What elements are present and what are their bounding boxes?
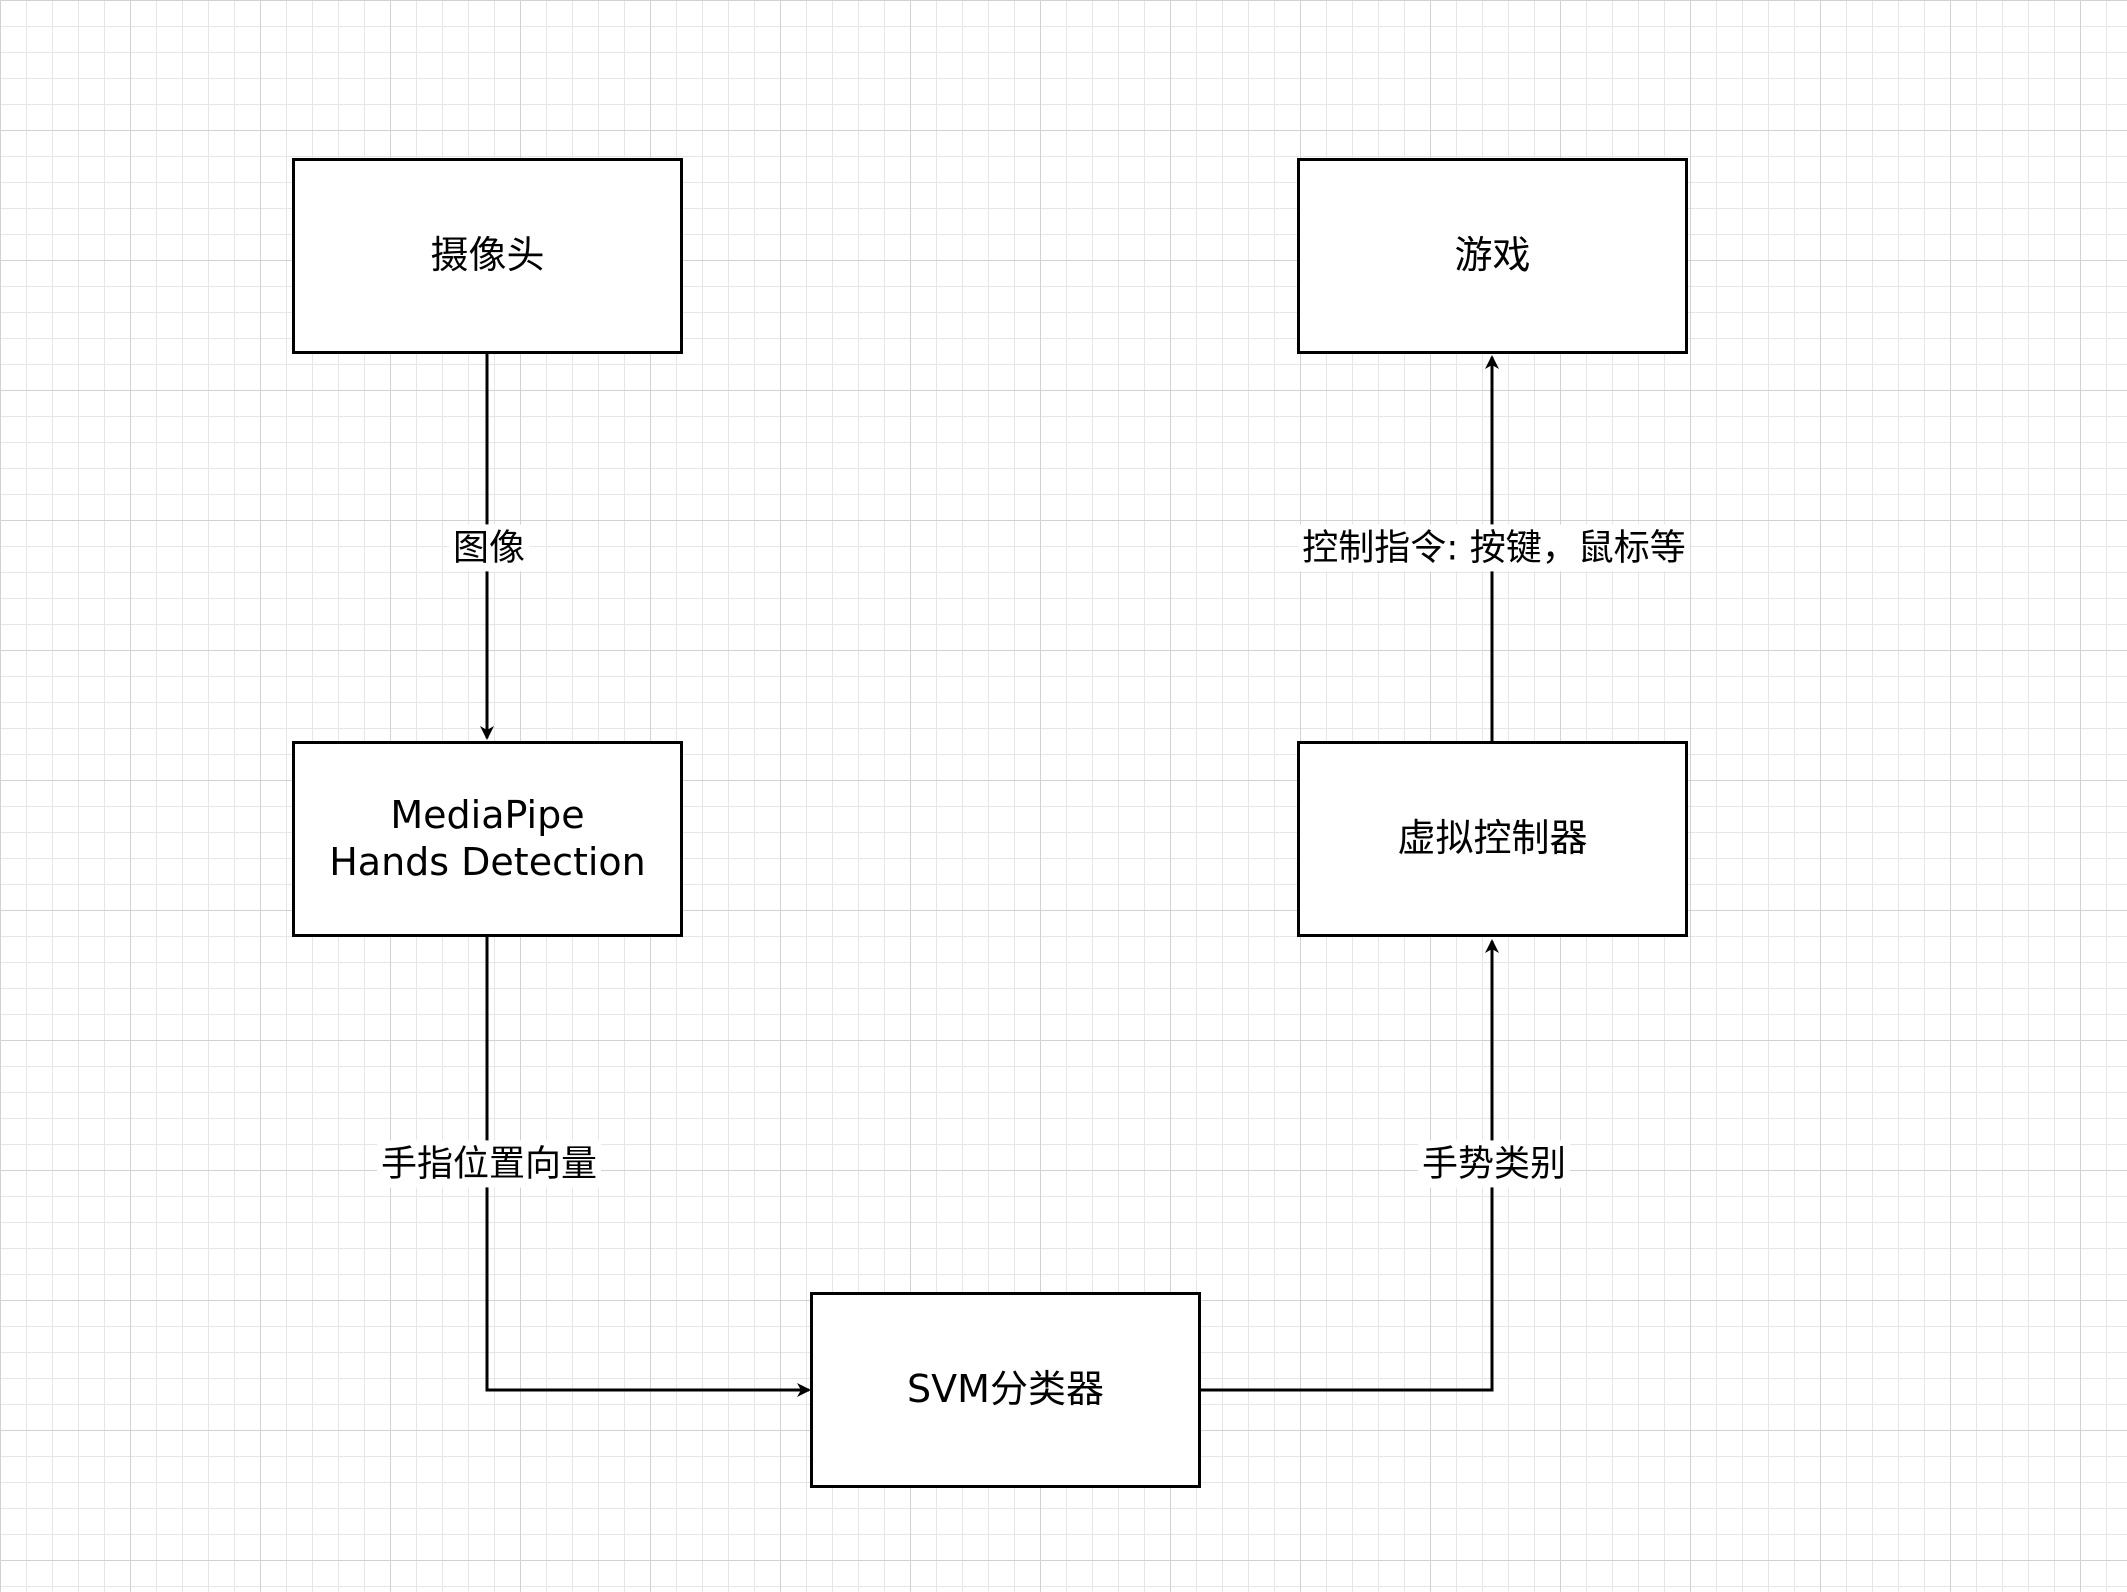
node-svm[interactable]: SVM分类器 [810,1292,1201,1488]
node-mediapipe-label: MediaPipe Hands Detection [329,792,646,885]
edge-svm-to-controller[interactable] [1200,939,1499,1392]
node-virtual-controller-label: 虚拟控制器 [1397,816,1588,861]
node-camera[interactable]: 摄像头 [292,158,683,354]
node-game[interactable]: 游戏 [1297,158,1688,354]
edge-label-gesture-class: 手势类别 [1417,1140,1571,1188]
edge-mediapipe-to-svm[interactable] [485,936,811,1397]
edge-label-finger-vector: 手指位置向量 [376,1140,602,1188]
node-virtual-controller[interactable]: 虚拟控制器 [1297,741,1688,937]
node-svm-label: SVM分类器 [907,1367,1104,1412]
node-mediapipe[interactable]: MediaPipe Hands Detection [292,741,683,937]
edge-label-control-commands: 控制指令: 按键，鼠标等 [1298,524,1690,572]
edge-label-image: 图像 [448,524,530,572]
node-game-label: 游戏 [1454,233,1531,278]
node-camera-label: 摄像头 [430,233,545,278]
